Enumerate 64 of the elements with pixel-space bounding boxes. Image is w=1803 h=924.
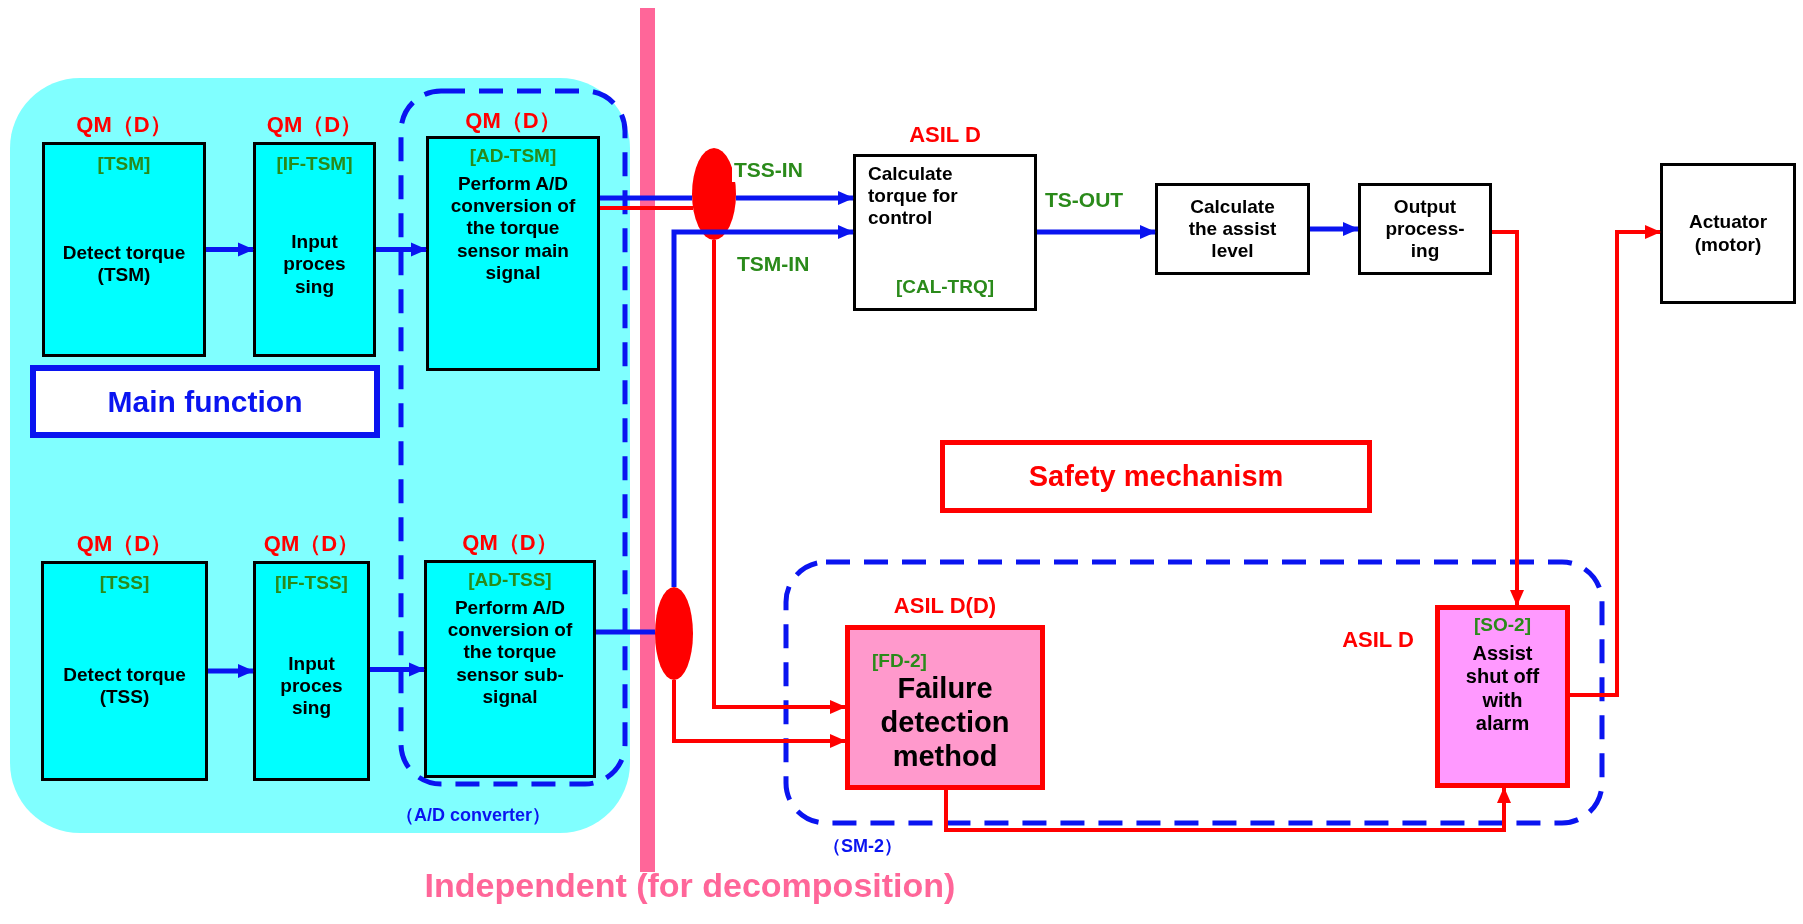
block-text: Failure detection method — [879, 671, 1011, 774]
safety-level-label: ASIL D — [1341, 627, 1415, 653]
safety-level-label: QM（D） — [262, 530, 361, 558]
section-label: Independent (for decomposition) — [423, 866, 957, 905]
connector-line — [600, 195, 693, 201]
arrow — [1492, 230, 1524, 606]
block-text: Detect torque (TSS) — [62, 663, 187, 709]
process-box — [426, 136, 600, 371]
process-box — [1435, 605, 1570, 788]
block-text: Calculate the assist level — [1187, 195, 1278, 263]
safety-level-label: QM（D） — [75, 111, 173, 139]
process-box — [853, 154, 1037, 311]
arrow — [208, 664, 254, 678]
safety-level-label: QM（D） — [461, 529, 559, 557]
block-id: [SO-2] — [1474, 614, 1531, 636]
process-box — [1155, 183, 1310, 275]
block-text: Calculate torque for control — [867, 163, 959, 230]
safety-level-label: QM（D） — [265, 111, 364, 139]
arrow — [206, 242, 254, 257]
arrow — [1037, 225, 1156, 239]
safety-level-label: ASIL D — [908, 122, 982, 148]
arrow — [376, 242, 427, 257]
block-id: [AD-TSS] — [468, 569, 552, 591]
block-id: [TSM] — [97, 153, 151, 175]
arrow — [370, 662, 425, 677]
group-label: （SM-2） — [823, 835, 902, 858]
block-id: [TSS] — [99, 572, 150, 594]
process-box — [1358, 183, 1492, 275]
block-id: [FD-2] — [872, 650, 927, 672]
block-text: Perform A/D conversion of the torque sensor main signal — [449, 172, 577, 284]
process-box — [41, 561, 208, 781]
block-id: [AD-TSM] — [469, 145, 557, 167]
arrow — [671, 225, 854, 587]
connector-line — [596, 629, 655, 635]
arrow — [1570, 225, 1661, 697]
heading-box: Safety mechanism — [940, 440, 1372, 513]
arrow — [1310, 222, 1359, 236]
process-box — [1660, 163, 1796, 304]
process-box — [253, 142, 376, 357]
arrow — [672, 680, 846, 748]
arrow — [712, 240, 846, 714]
heading-box: Main function — [30, 365, 380, 438]
block-text: Output process-ing — [1384, 195, 1466, 263]
block-text: Input proces sing — [282, 231, 347, 298]
block-text: Actuator (motor) — [1687, 211, 1769, 256]
function-region — [10, 78, 630, 833]
safety-level-label: ASIL D(D) — [892, 593, 998, 619]
process-box — [424, 560, 596, 778]
arrow — [735, 191, 854, 205]
block-id: [IF-TSS] — [275, 572, 348, 594]
process-box — [253, 561, 370, 781]
connector-line — [600, 206, 694, 210]
process-box — [845, 625, 1045, 790]
safety-level-label: QM（D） — [75, 530, 174, 558]
group-label: （A/D converter） — [394, 804, 551, 827]
block-id: [CAL-TRQ] — [895, 276, 995, 298]
arrow — [944, 787, 1511, 832]
block-text: Detect torque (TSM) — [61, 242, 187, 287]
process-box — [42, 142, 206, 357]
block-text: Input proces sing — [279, 652, 344, 720]
block-text: Perform A/D conversion of the torque sensor sub-signal — [446, 596, 574, 708]
safety-level-label: QM（D） — [464, 107, 562, 135]
block-text: Assist shut off with alarm — [1464, 641, 1541, 736]
block-id: [IF-TSM] — [276, 153, 353, 175]
